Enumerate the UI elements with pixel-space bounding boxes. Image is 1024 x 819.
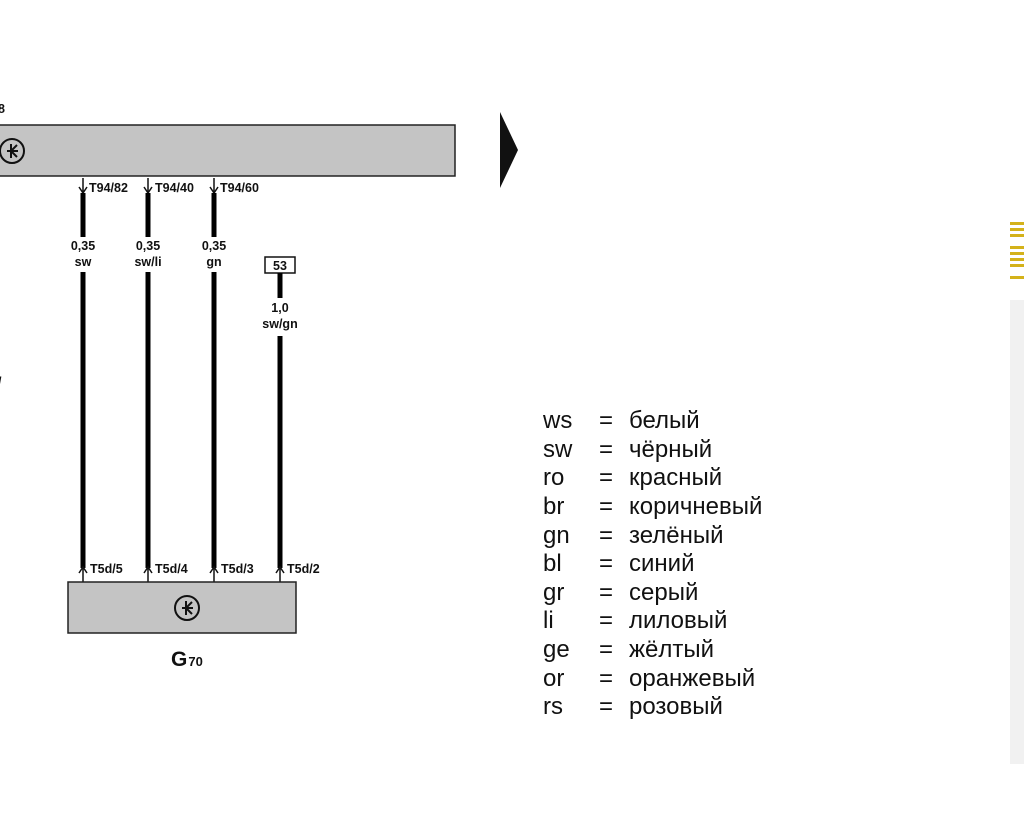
component-letter: G — [171, 648, 187, 671]
wire-4: 53 1,0 sw/gn — [262, 256, 298, 568]
wire-ref-label: 53 — [273, 259, 287, 273]
accent-bar — [1010, 228, 1024, 231]
legend-row: rs = розовый — [543, 693, 762, 722]
color-legend: ws = белый sw = чёрный ro = красный br = коричне… — [543, 407, 762, 722]
bottom-pin-label: T5d/2 — [287, 562, 320, 576]
accent-bar — [1010, 252, 1024, 255]
legend-equals: = — [599, 464, 614, 492]
wire-size-label: 0,35 — [71, 239, 95, 253]
legend-code: ge — [543, 636, 570, 664]
bottom-pin-label: T5d/5 — [90, 562, 123, 576]
accent-bar — [1010, 264, 1024, 267]
bottom-pin-2: T5d/4 — [143, 562, 188, 582]
legend-equals: = — [599, 693, 614, 721]
legend-row: ge = жёлтый — [543, 636, 762, 665]
legend-equals: = — [599, 636, 614, 664]
accent-bar — [1010, 258, 1024, 261]
top-pin-label: T94/82 — [89, 181, 128, 195]
legend-color-name: зелёный — [629, 521, 724, 549]
left-edge-mark: / — [0, 375, 2, 389]
wire-size-label: 1,0 — [271, 301, 288, 315]
wire-color-label: sw/li — [134, 255, 161, 269]
bottom-component-name: G70 — [171, 648, 203, 671]
legend-equals: = — [599, 521, 614, 549]
legend-color-name: синий — [629, 550, 695, 578]
legend-equals: = — [599, 493, 614, 521]
wire-size-label: 0,35 — [136, 239, 160, 253]
legend-code: li — [543, 607, 554, 635]
legend-color-name: лиловый — [629, 607, 728, 635]
legend-code: ws — [543, 407, 573, 435]
legend-row: bl = синий — [543, 550, 762, 579]
legend-color-name: серый — [629, 578, 699, 606]
legend-code: br — [543, 493, 565, 521]
legend-equals: = — [599, 664, 614, 692]
side-accent-bars — [1010, 222, 1024, 282]
legend-color-name: красный — [629, 464, 723, 492]
legend-row: gr = серый — [543, 579, 762, 608]
legend-color-name: оранжевый — [629, 664, 756, 692]
top-pin-label: T94/60 — [220, 181, 259, 195]
wire-1: 0,35 sw — [71, 193, 95, 568]
legend-equals: = — [599, 578, 614, 606]
legend-row: li = лиловый — [543, 607, 762, 636]
accent-bar — [1010, 246, 1024, 249]
top-pin-1: T94/82 — [78, 178, 128, 195]
accent-bar — [1010, 234, 1024, 237]
legend-color-name: розовый — [629, 693, 723, 721]
bottom-pin-label: T5d/4 — [155, 562, 188, 576]
legend-code: ro — [543, 464, 565, 492]
wire-size-label: 0,35 — [202, 239, 226, 253]
wire-color-label: gn — [206, 255, 221, 269]
legend-row: sw = чёрный — [543, 436, 762, 465]
legend-row: or = оранжевый — [543, 664, 762, 693]
top-pin-2: T94/40 — [143, 178, 194, 195]
legend-code: sw — [543, 435, 573, 463]
legend-equals: = — [599, 435, 614, 463]
legend-code: or — [543, 664, 565, 692]
legend-equals: = — [599, 407, 614, 435]
legend-row: br = коричневый — [543, 493, 762, 522]
legend-code: gn — [543, 521, 570, 549]
legend-color-name: коричневый — [629, 493, 763, 521]
bottom-component-symbol-icon — [174, 595, 200, 621]
accent-bar — [1010, 276, 1024, 279]
legend-code: rs — [543, 693, 563, 721]
legend-color-name: белый — [629, 407, 700, 435]
accent-bar — [1010, 222, 1024, 225]
bottom-pin-label: T5d/3 — [221, 562, 254, 576]
continue-arrow-icon — [500, 112, 518, 188]
wire-3: 0,35 gn — [202, 193, 226, 568]
top-pin-3: T94/60 — [209, 178, 259, 195]
legend-equals: = — [599, 607, 614, 635]
legend-color-name: жёлтый — [629, 636, 715, 664]
component-number: 70 — [188, 654, 202, 669]
top-component-label: 8 — [0, 102, 5, 116]
top-pin-label: T94/40 — [155, 181, 194, 195]
wire-2: 0,35 sw/li — [134, 193, 162, 568]
top-component-box — [0, 124, 456, 177]
legend-code: gr — [543, 578, 565, 606]
legend-code: bl — [543, 550, 562, 578]
legend-color-name: чёрный — [629, 435, 713, 463]
bottom-pin-3: T5d/3 — [209, 562, 254, 582]
legend-row: ro = красный — [543, 464, 762, 493]
bottom-pin-4: T5d/2 — [275, 562, 320, 582]
legend-row: ws = белый — [543, 407, 762, 436]
bottom-pin-1: T5d/5 — [78, 562, 123, 582]
legend-row: gn = зелёный — [543, 521, 762, 550]
wire-color-label: sw — [75, 255, 92, 269]
side-panel-strip — [1010, 300, 1024, 764]
wire-color-label: sw/gn — [262, 317, 297, 331]
legend-equals: = — [599, 550, 614, 578]
top-component-symbol-icon — [0, 138, 25, 164]
